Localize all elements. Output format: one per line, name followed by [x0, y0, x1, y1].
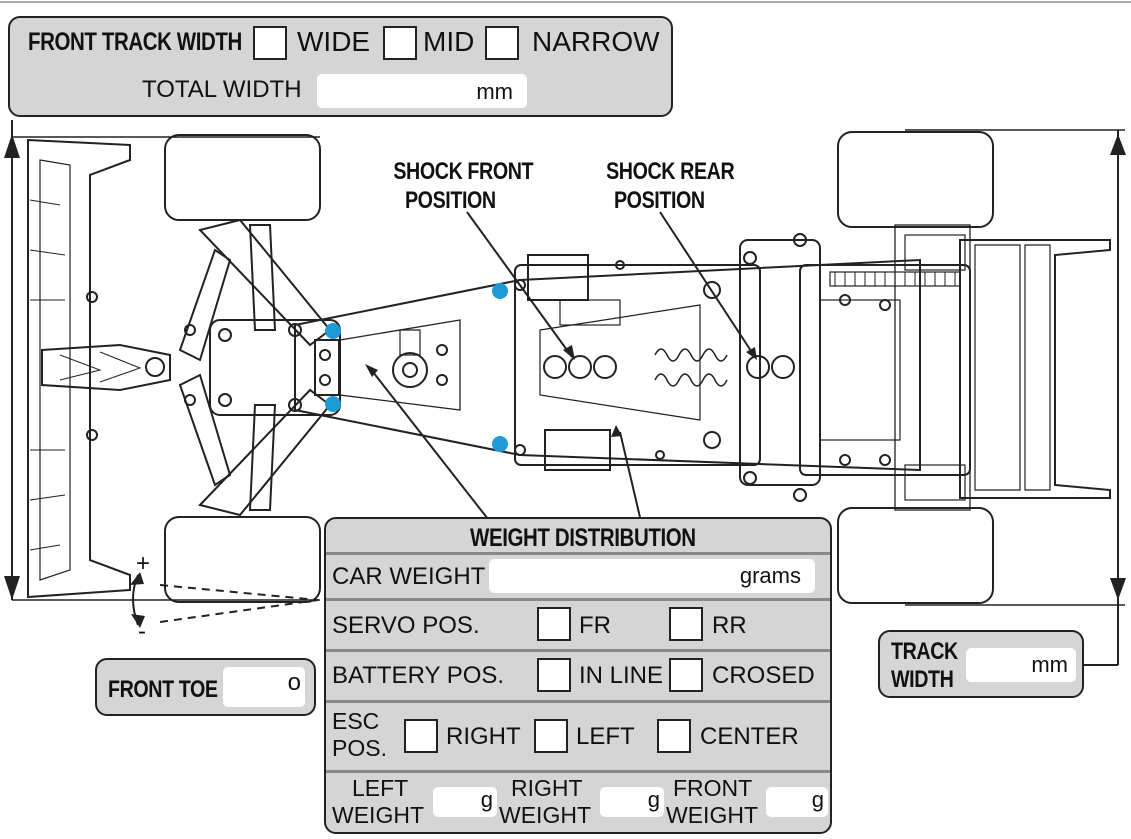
right-weight-unit: g [647, 787, 660, 812]
shock-front-line1: SHOCK FRONT [393, 158, 534, 185]
esc-right-checkbox[interactable] [404, 719, 438, 753]
total-width-field[interactable]: mm [317, 74, 527, 108]
shock-front-label: SHOCK FRONT POSITION [378, 157, 533, 215]
marker-dot [492, 436, 508, 452]
divider [326, 700, 830, 703]
esc-left-label: LEFT [576, 723, 635, 750]
track-width-label-1: TRACK [891, 638, 958, 665]
esc-center-label: CENTER [700, 723, 799, 750]
marker-dot [325, 323, 341, 339]
esc-pos-label-2: POS. [332, 735, 387, 761]
servo-fr-label: FR [579, 612, 611, 639]
front-toe-label: FRONT TOE [108, 676, 218, 703]
mid-checkbox[interactable] [383, 26, 417, 60]
esc-left-checkbox[interactable] [534, 719, 568, 753]
left-weight-unit: g [480, 787, 493, 812]
toe-minus-label: - [138, 618, 146, 645]
left-weight-label-2: WEIGHT [332, 802, 424, 828]
front-track-title: FRONT TRACK WIDTH [28, 28, 242, 56]
track-width-field[interactable]: mm [966, 648, 1076, 682]
front-weight-label-1: FRONT [673, 775, 753, 801]
divider [326, 770, 830, 773]
servo-rr-checkbox[interactable] [669, 607, 703, 641]
servo-rr-label: RR [712, 612, 747, 639]
weight-distribution-title: WEIGHT DISTRIBUTION [470, 524, 696, 552]
esc-right-label: RIGHT [446, 723, 521, 750]
marker-dot [492, 283, 508, 299]
car-weight-label: CAR WEIGHT [332, 563, 486, 590]
servo-pos-label: SERVO POS. [332, 612, 480, 639]
divider [326, 598, 830, 601]
weight-distribution-panel: WEIGHT DISTRIBUTION CAR WEIGHT grams SER… [324, 517, 832, 834]
narrow-label: NARROW [532, 26, 660, 57]
battery-crosed-checkbox[interactable] [669, 658, 703, 692]
total-width-unit: mm [476, 79, 513, 104]
marker-dot [325, 396, 341, 412]
front-toe-panel: FRONT TOE o [95, 658, 316, 716]
front-toe-unit: o [287, 669, 301, 696]
shock-front-line2: POSITION [405, 187, 496, 214]
car-weight-unit: grams [739, 563, 801, 588]
total-width-label: TOTAL WIDTH [142, 76, 302, 103]
track-width-unit: mm [1031, 652, 1068, 677]
battery-crosed-label: CROSED [712, 662, 815, 689]
car-weight-field[interactable]: grams [489, 559, 815, 593]
battery-pos-label: BATTERY POS. [332, 662, 505, 689]
divider [326, 649, 830, 652]
wide-label: WIDE [297, 26, 371, 57]
esc-center-checkbox[interactable] [657, 719, 691, 753]
front-weight-unit: g [811, 787, 824, 812]
front-weight-field[interactable]: g [766, 787, 828, 817]
front-track-panel: FRONT TRACK WIDTH WIDE MID NARROW TOTAL … [8, 16, 673, 117]
servo-fr-checkbox[interactable] [537, 607, 571, 641]
divider [326, 552, 830, 555]
shock-rear-label: SHOCK REAR POSITION [592, 157, 735, 215]
shock-rear-line1: SHOCK REAR [606, 158, 735, 185]
right-weight-label-2: WEIGHT [499, 802, 591, 828]
esc-pos-label-1: ESC [332, 708, 380, 734]
wide-checkbox[interactable] [253, 26, 287, 60]
left-weight-label-1: LEFT [352, 775, 409, 801]
narrow-checkbox[interactable] [485, 26, 519, 60]
left-weight-field[interactable]: g [433, 787, 497, 817]
right-weight-label-1: RIGHT [511, 775, 583, 801]
front-toe-field[interactable]: o [223, 667, 305, 707]
mid-label: MID [423, 26, 475, 57]
front-weight-label-2: WEIGHT [666, 802, 758, 828]
battery-inline-checkbox[interactable] [537, 658, 571, 692]
battery-inline-label: IN LINE [579, 662, 664, 689]
track-width-label-2: WIDTH [891, 666, 954, 693]
track-width-panel: TRACK WIDTH mm [878, 630, 1084, 698]
shock-rear-line2: POSITION [614, 187, 705, 214]
toe-plus-label: + [136, 550, 151, 577]
right-weight-field[interactable]: g [600, 787, 664, 817]
